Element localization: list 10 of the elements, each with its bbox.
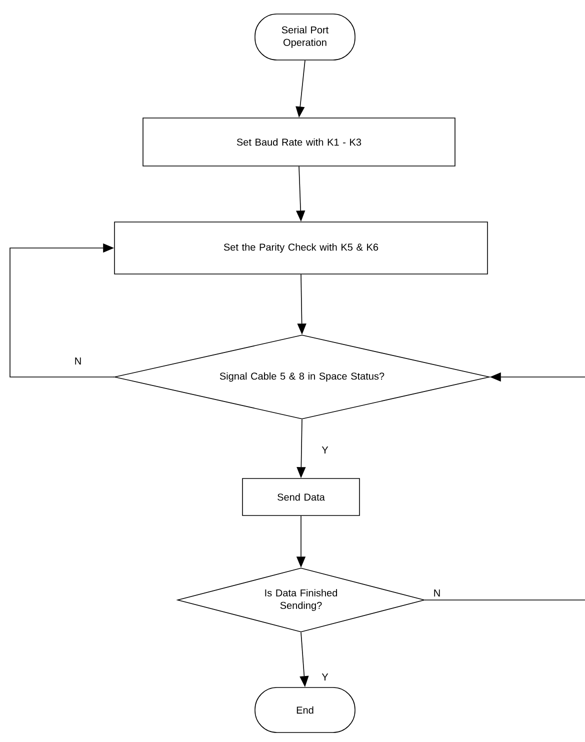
edge-label: N <box>432 588 442 598</box>
arrow <box>10 243 114 378</box>
process-box: Set the Parity Check with K5 & K6 <box>114 222 488 274</box>
terminator: Serial Port Operation <box>254 14 356 60</box>
edge-label: N <box>73 356 83 366</box>
process-box: Send Data <box>242 478 360 516</box>
process-box: Set Baud Rate with K1 - K3 <box>142 118 456 166</box>
edge-label: Y <box>320 672 330 682</box>
terminator: End <box>254 687 356 733</box>
edge-label: Y <box>320 446 330 454</box>
